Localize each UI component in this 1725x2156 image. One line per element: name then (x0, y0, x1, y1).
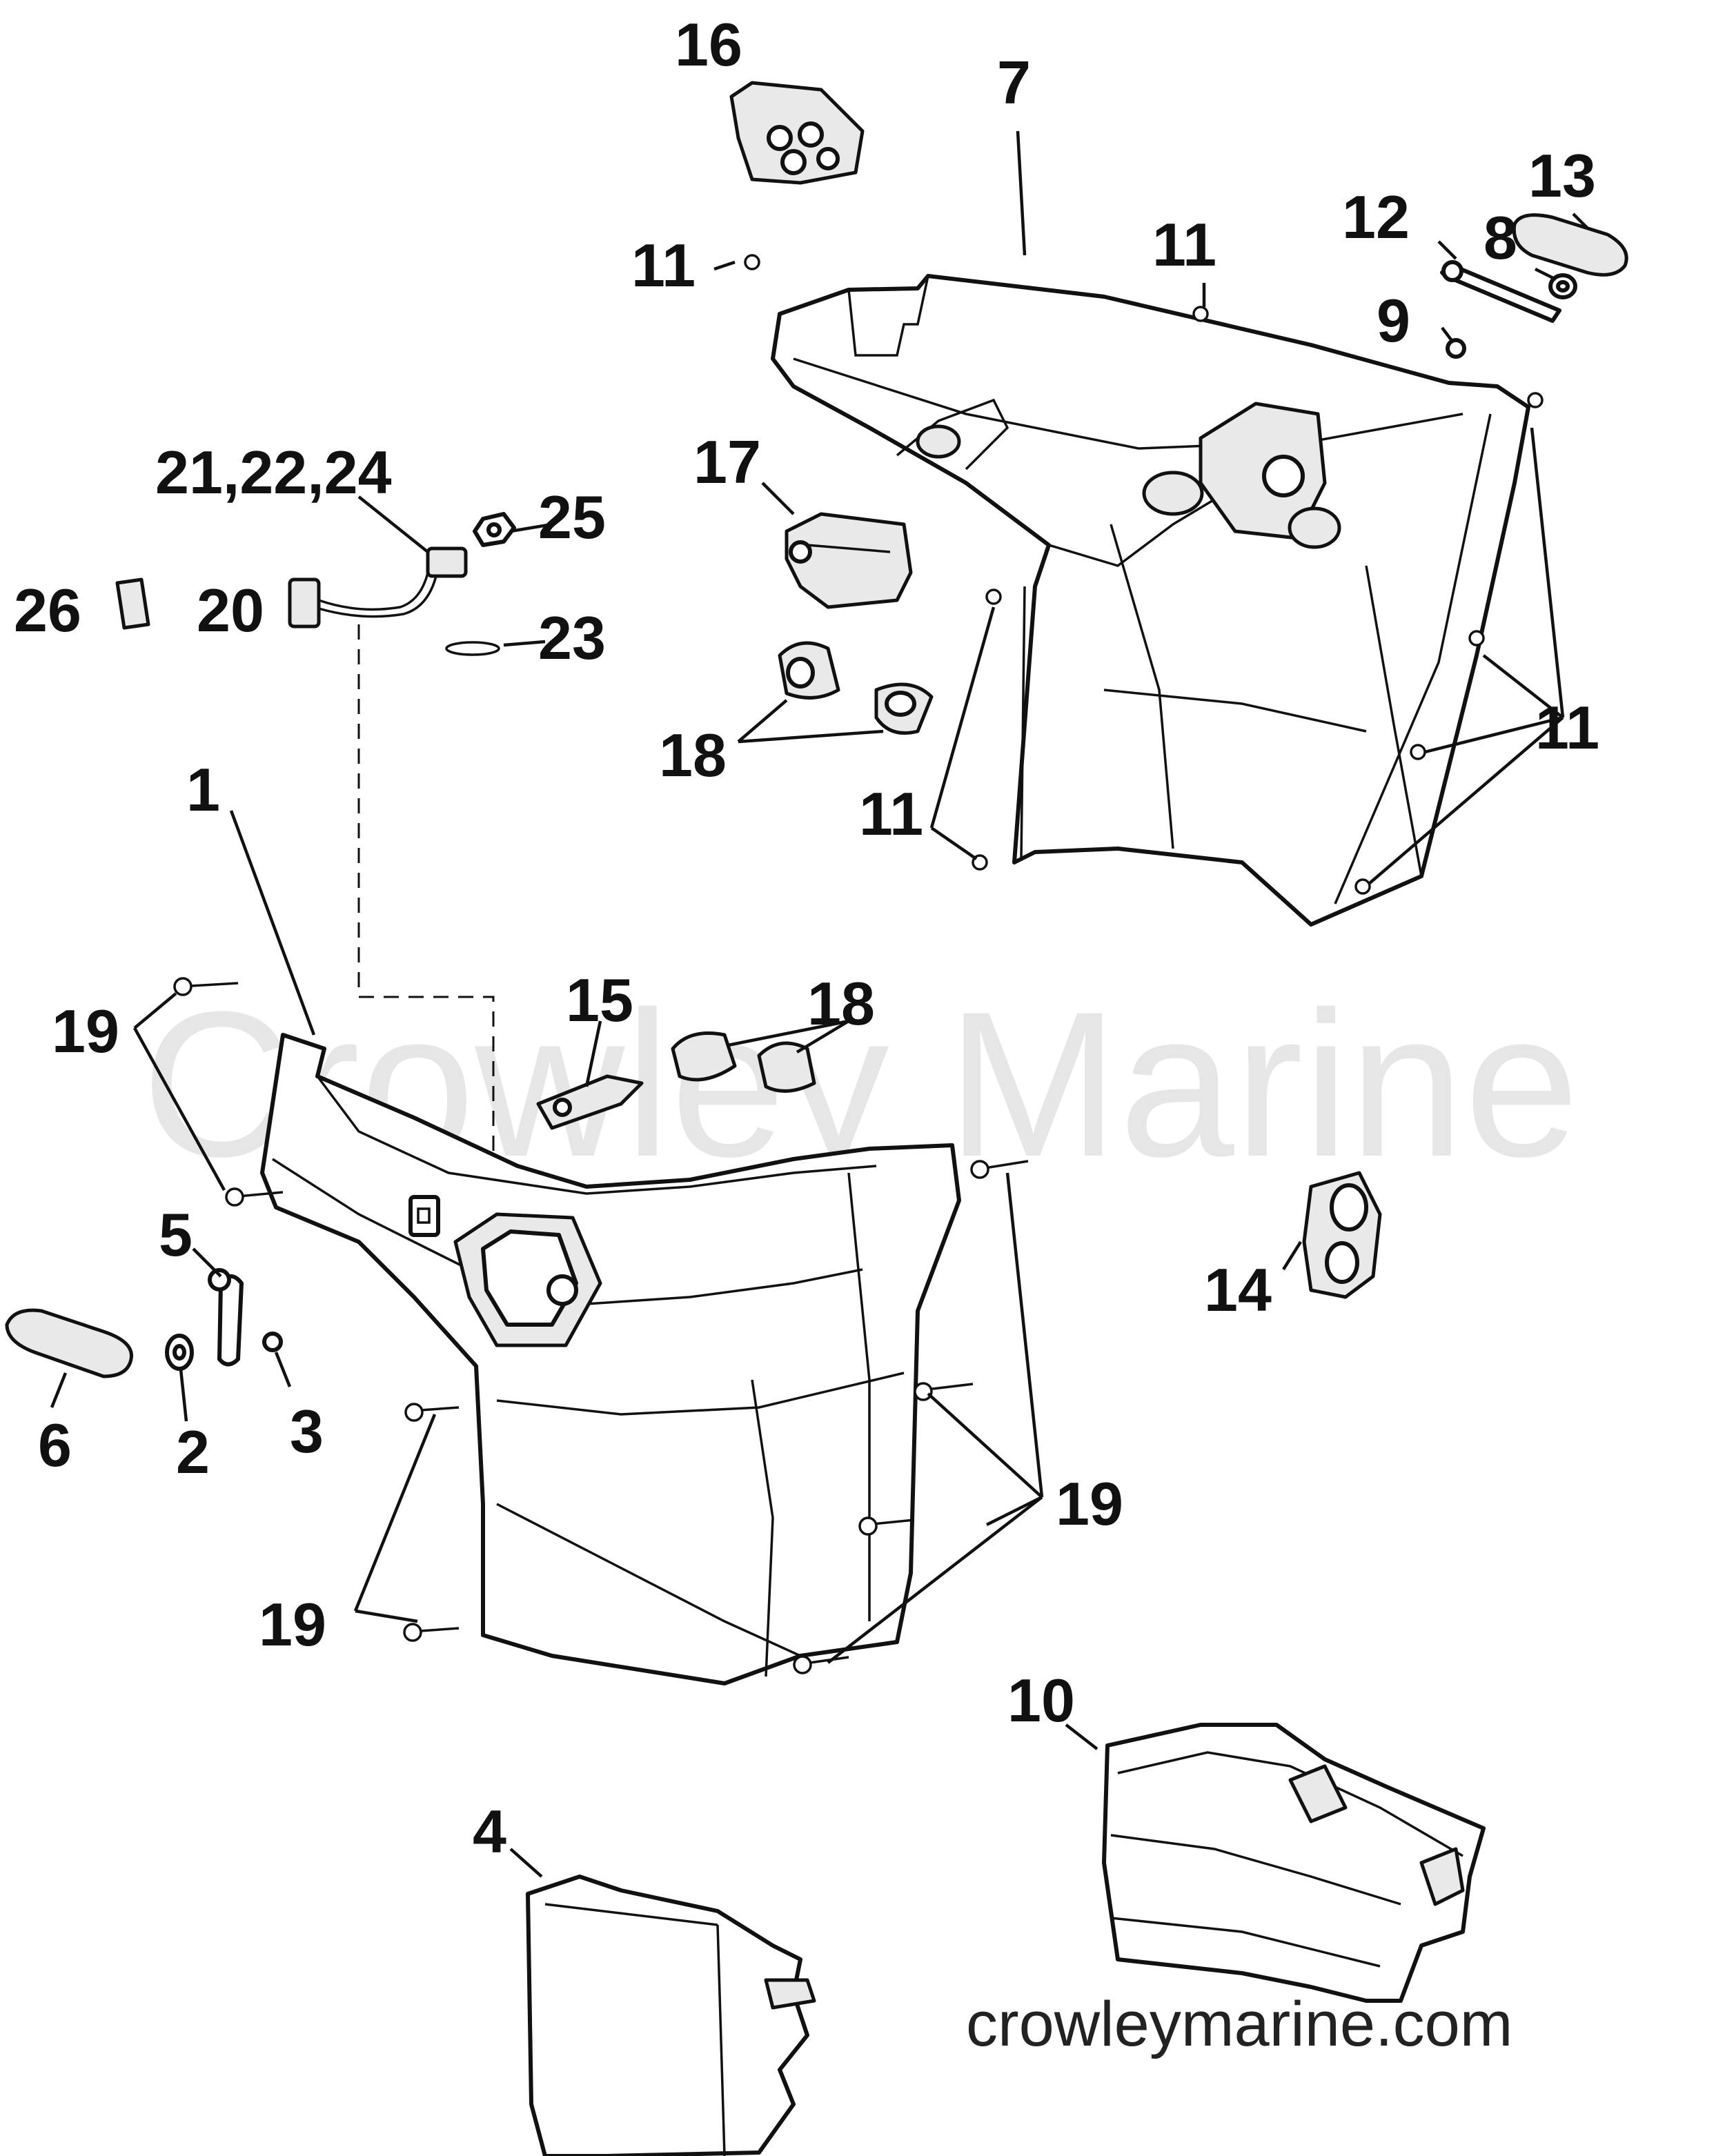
part-25-nut (473, 512, 516, 547)
part-9-pin (1446, 338, 1466, 359)
part-10-inner-cover (1102, 1723, 1486, 2003)
callout-5: 5 (159, 1200, 193, 1269)
part-20-switch-harness (288, 546, 468, 629)
callout-2: 2 (176, 1418, 210, 1486)
part-2-washer (165, 1334, 194, 1371)
part-15-clip (536, 1074, 644, 1130)
part-18-grommets-upper (778, 641, 934, 735)
callout-labels: 16 7 11 11 12 13 8 9 11 11 17 18 21,22,2… (14, 10, 1599, 1866)
callout-1: 1 (186, 755, 220, 824)
callout-21-22-24: 21,22,24 (155, 438, 392, 506)
leader-lines (50, 130, 1588, 1878)
callout-15: 15 (566, 966, 633, 1034)
callout-10: 10 (1007, 1666, 1075, 1734)
callout-19-left: 19 (52, 997, 119, 1065)
callout-4: 4 (473, 1797, 506, 1866)
part-7-upper-cowl (771, 274, 1530, 927)
part-17-bracket (785, 512, 913, 609)
callout-11-mid: 11 (859, 780, 923, 848)
callout-19-right: 19 (1056, 1470, 1123, 1538)
part-5-link (208, 1268, 244, 1367)
part-14-grommet (1302, 1171, 1382, 1299)
callout-13: 13 (1528, 141, 1596, 210)
callout-18-lower: 18 (807, 969, 875, 1038)
callout-19-bottom: 19 (259, 1590, 326, 1659)
part-16-grommet (729, 81, 865, 185)
bolts-11 (744, 254, 1544, 895)
part-6-handle (5, 1308, 133, 1378)
callout-6: 6 (38, 1411, 72, 1479)
callout-12: 12 (1342, 183, 1410, 251)
part-12-link (1440, 260, 1561, 323)
part-26-cap (115, 577, 150, 630)
callout-18-upper: 18 (659, 721, 727, 789)
part-23-clip (445, 641, 500, 656)
callout-8: 8 (1483, 204, 1517, 272)
callout-20: 20 (197, 576, 264, 644)
callout-17: 17 (693, 428, 761, 496)
callout-25: 25 (538, 483, 606, 551)
part-18-grommets-lower (671, 1031, 816, 1093)
callout-9: 9 (1377, 286, 1410, 355)
callout-7: 7 (997, 48, 1031, 117)
part-8-washer (1548, 273, 1577, 299)
bolts-19 (173, 977, 1029, 1674)
callout-3: 3 (290, 1397, 324, 1465)
callout-16: 16 (675, 10, 742, 79)
part-4-cover (526, 1875, 816, 2156)
callout-26: 26 (14, 576, 81, 644)
part-1-lower-cowl (260, 1033, 961, 1685)
callout-11-top-mid: 11 (1152, 210, 1216, 279)
wiring-route-dashed (357, 624, 495, 1152)
callout-11-right: 11 (1535, 693, 1599, 762)
part-13-handle (1512, 213, 1628, 277)
callout-23: 23 (538, 604, 606, 672)
callout-14: 14 (1204, 1256, 1272, 1324)
website-text: crowleymarine.com (966, 1989, 1512, 2059)
callout-11-top-left: 11 (631, 231, 696, 299)
part-3-pin (262, 1332, 283, 1352)
